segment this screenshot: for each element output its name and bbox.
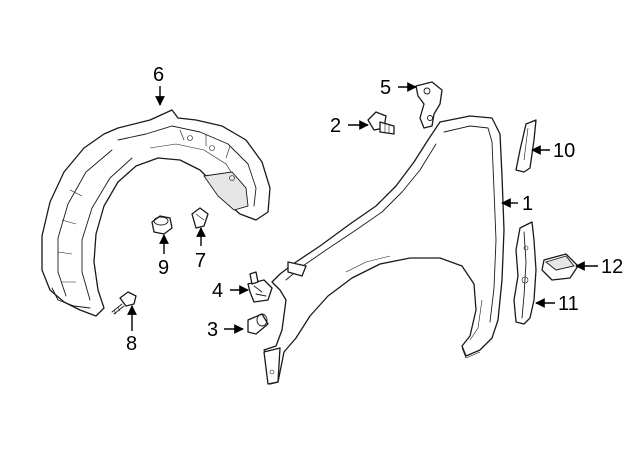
callout-4: 4 [212,280,223,302]
bracket-part-5[interactable] [415,81,443,129]
callout-8: 8 [126,333,137,355]
callout-1: 1 [522,193,533,215]
callout-labels: 1 2 3 4 5 6 7 8 9 10 11 12 [126,64,623,355]
insulator-part-11[interactable] [513,221,537,325]
bushing-part-3[interactable] [247,313,269,335]
callout-12: 12 [601,256,623,278]
callout-2: 2 [330,115,341,137]
fender-liner-part-6[interactable] [41,109,271,317]
callout-3: 3 [207,319,218,341]
pad-part-12[interactable] [541,253,579,281]
nut-part-4[interactable] [247,271,273,303]
leader-lines [127,82,598,334]
callout-10: 10 [553,140,575,162]
callout-6: 6 [153,64,164,86]
fender-part-1[interactable] [263,115,505,385]
seal-part-10[interactable] [515,119,537,173]
callout-11: 11 [558,293,579,315]
retainer-part-7[interactable] [191,207,209,229]
clip-part-9[interactable] [151,215,173,235]
callout-7: 7 [195,250,206,272]
callout-9: 9 [158,257,169,279]
screw-part-8[interactable] [111,291,137,315]
callout-5: 5 [380,77,391,99]
bolt-part-2[interactable] [367,111,395,135]
